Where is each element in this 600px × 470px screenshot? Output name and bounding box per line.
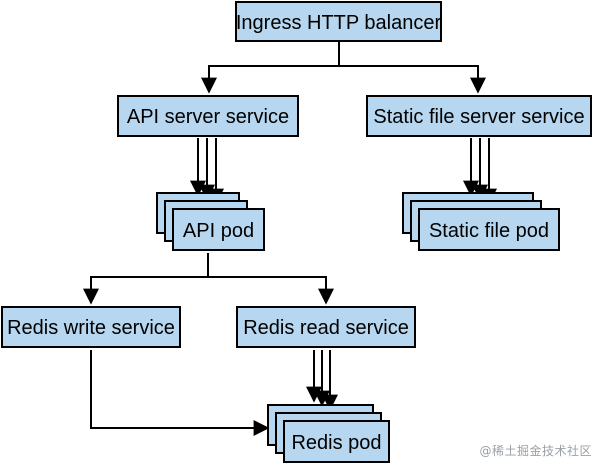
static-pod-front xyxy=(418,208,560,251)
watermark-text: @稀土掘金技术社区 xyxy=(479,444,592,458)
edge-ingress-to-static-service xyxy=(339,65,486,94)
node-api-pod-label: API pod xyxy=(183,220,254,242)
node-api-pod-stack: API pod xyxy=(156,192,265,251)
node-static-pod-label: Static file pod xyxy=(429,220,549,242)
node-redis-read-label: Redis read service xyxy=(243,317,409,339)
node-ingress: Ingress HTTP balancer xyxy=(235,1,442,42)
node-redis-read: Redis read service xyxy=(236,306,416,348)
edge-redis-write-to-pod xyxy=(90,350,270,436)
edge-api-pod-to-redis-read xyxy=(208,276,334,305)
node-api-service-label: API server service xyxy=(127,106,289,128)
node-static-service: Static file server service xyxy=(366,95,592,137)
edge-api-pod-to-redis-write xyxy=(83,253,209,305)
api-pod-front xyxy=(172,208,265,251)
edges xyxy=(83,41,497,436)
node-static-service-label: Static file server service xyxy=(373,106,584,128)
node-redis-pod-label: Redis pod xyxy=(291,432,381,454)
node-redis-pod-stack: Redis pod xyxy=(267,404,390,463)
node-ingress-label: Ingress HTTP balancer xyxy=(236,12,442,34)
node-static-pod-stack: Static file pod xyxy=(402,192,560,251)
node-redis-write: Redis write service xyxy=(1,306,181,348)
edge-ingress-to-api-service xyxy=(201,41,340,94)
node-api-service: API server service xyxy=(117,95,299,137)
node-redis-write-label: Redis write service xyxy=(7,317,175,339)
redis-pod-front xyxy=(283,420,390,463)
